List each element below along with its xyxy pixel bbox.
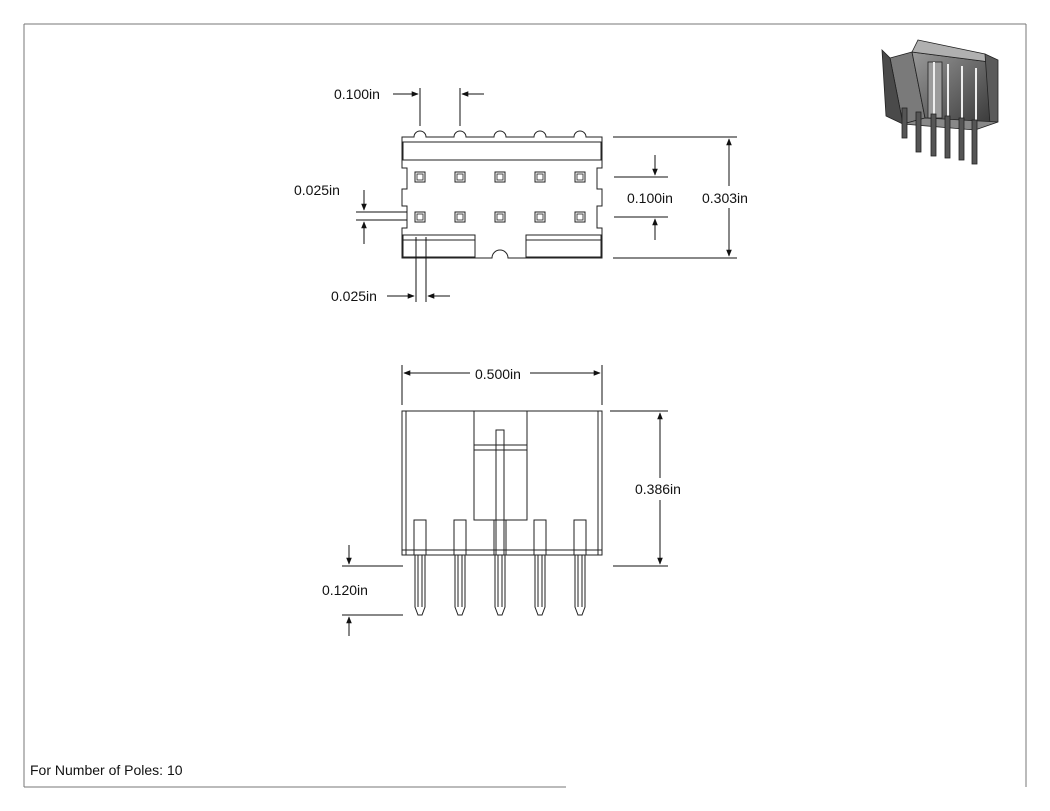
height-dimension: [610, 410, 668, 567]
top-view-outline: [401, 130, 603, 259]
front-pin: [453, 519, 467, 616]
pin-length-label: 0.120in: [322, 582, 368, 598]
front-view-body: [401, 410, 603, 556]
pin-length-dimension: [342, 545, 403, 636]
width-label: 0.500in: [475, 366, 521, 382]
pin-square: [534, 171, 546, 183]
overall-depth-label: 0.303in: [702, 190, 748, 206]
front-pin: [413, 519, 427, 616]
width-dimension: [401, 365, 603, 405]
pin-square: [574, 171, 586, 183]
sheet-border: [23, 23, 1027, 788]
pin-square: [414, 171, 426, 183]
front-pin: [493, 519, 507, 616]
overall-depth-dimension: [613, 136, 737, 259]
pin-width-label: 0.025in: [331, 288, 377, 304]
pad-size-dimension: [356, 190, 407, 244]
poles-note: For Number of Poles: 10: [30, 762, 183, 778]
pin-square: [454, 171, 466, 183]
front-pin: [573, 519, 587, 616]
pad-size-label: 0.025in: [294, 182, 340, 198]
pin-square: [534, 211, 546, 223]
pin-square: [574, 211, 586, 223]
isometric-preview: [881, 39, 999, 165]
pin-square: [494, 211, 506, 223]
row-pitch-dimension: [614, 155, 668, 240]
pin-square: [414, 211, 426, 223]
pin-width-dimension: [387, 237, 450, 302]
front-pins: [413, 519, 587, 616]
pin-grid: [414, 171, 586, 223]
pitch-dimension: [393, 88, 484, 126]
height-label: 0.386in: [635, 481, 681, 497]
pin-square: [494, 171, 506, 183]
row-pitch-label: 0.100in: [627, 190, 673, 206]
front-pin: [533, 519, 547, 616]
pitch-label: 0.100in: [334, 86, 380, 102]
pin-square: [454, 211, 466, 223]
